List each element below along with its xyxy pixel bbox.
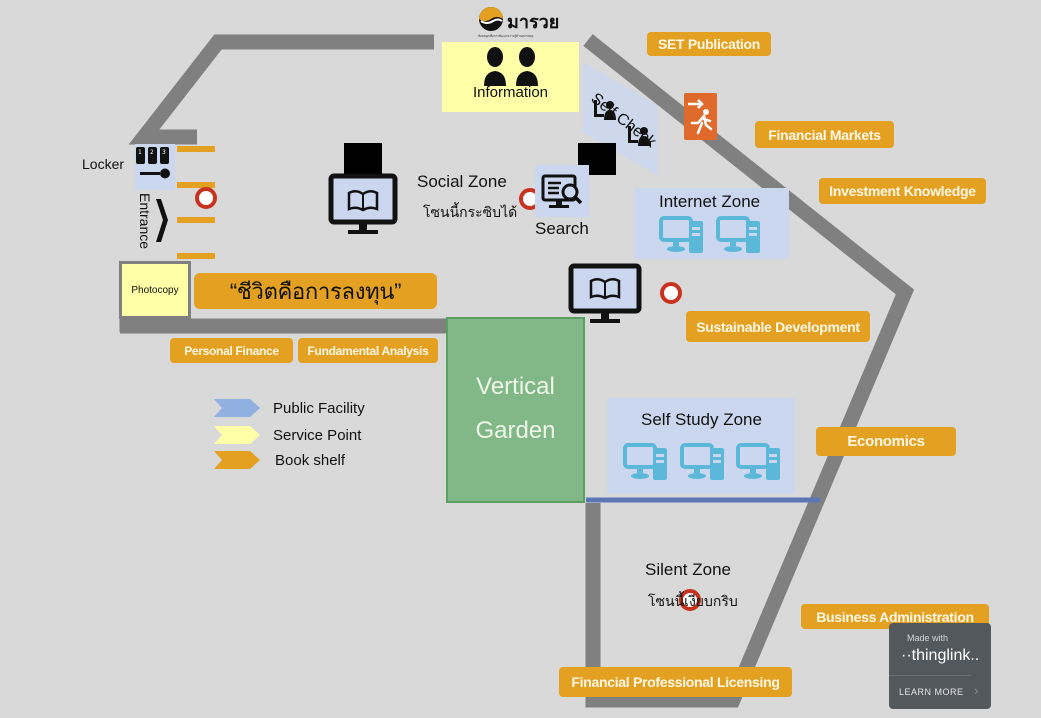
locker-icon[interactable]: 1 2 3 [135,144,175,190]
legend-swatch-bookshelf [214,451,260,469]
learn-more-link[interactable]: LEARN MORE [899,687,964,697]
photocopy-point[interactable]: Photocopy [119,261,191,319]
thinglink-badge[interactable]: Made with ··thinglink.. LEARN MORE › [889,623,991,709]
garden-line1: Vertical [476,373,555,400]
shelf-label: Financial Markets [768,126,881,143]
legend-label: Public Facility [273,400,365,417]
shelf-personal-finance[interactable]: Personal Finance [170,338,293,363]
emergency-exit-icon [684,93,717,140]
svg-text:2: 2 [150,149,154,156]
silent-zone-subtitle: โซนนี้เงียบกริบ [648,593,738,609]
shelf-financial-markets[interactable]: Financial Markets [755,121,894,148]
legend-label: Service Point [273,427,362,444]
self-study-computers [623,443,780,480]
information-desk[interactable]: Information [442,42,579,112]
shelf-economics[interactable]: Economics [816,427,956,456]
svg-text:1: 1 [138,149,142,156]
self-study-zone-title: Self Study Zone [641,410,762,429]
shelf-set-publication[interactable]: SET Publication [647,32,771,56]
entrance-shelf-bar [177,182,215,188]
entrance-arrow-icon [156,199,168,242]
made-with-label: Made with [907,633,949,643]
entrance-shelf-bar [177,217,215,223]
search-label: Search [535,219,589,238]
search-computer-icon [541,174,583,208]
photocopy-label: Photocopy [131,284,179,296]
motto-text: “ชีวิตคือการลงทุน” [229,278,402,304]
chevron-right-icon: › [974,683,979,698]
wall-right [583,34,915,708]
legend-label: Book shelf [275,452,346,469]
shelf-label: Fundamental Analysis [307,343,429,358]
shelf-label: Financial Professional Licensing [571,674,780,690]
entrance-label: Entrance [137,193,153,250]
logo-icon [479,7,503,31]
legend: Public Facility Service Point Book shelf [214,398,384,474]
shelf-investment-knowledge[interactable]: Investment Knowledge [819,178,986,204]
shelf-sustainable-development[interactable]: Sustainable Development [686,311,870,342]
svg-text:3: 3 [162,149,166,156]
ebook-monitor-icon[interactable] [328,173,398,237]
shelf-label: Economics [847,433,925,450]
divider [889,675,971,676]
entrance-shelf-bar [177,253,215,259]
logo-tagline: ห้องสมุดเพื่อการพัฒนาความรู้ด้านตลาดทุน [478,34,534,38]
self-check-kiosk-icon[interactable] [626,122,652,148]
vertical-garden: Vertical Garden [446,317,585,503]
shelf-label: Personal Finance [184,343,279,358]
staff-icon [484,47,538,86]
social-zone-title: Social Zone [417,172,507,191]
wall-top-left [128,34,434,145]
legend-swatch-public-facility [214,399,260,417]
locker-label: Locker [82,156,125,172]
shelf-label: SET Publication [657,36,761,52]
self-check-kiosk-icon[interactable] [592,96,618,122]
logo: มารวย ห้องสมุดเพื่อการพัฒนาความรู้ด้านตล… [478,6,559,38]
internet-computers [659,216,760,253]
location-marker[interactable] [679,589,701,611]
thinglink-logo: ··thinglink.. [901,647,980,664]
shelf-label: Business Administration [816,608,974,625]
shelf-fundamental-analysis[interactable]: Fundamental Analysis [298,338,438,363]
search-station[interactable] [535,165,589,217]
ebook-monitor-icon[interactable] [568,263,642,327]
social-zone-subtitle: โซนนี้กระซิบได้ [423,204,518,220]
information-label: Information [472,84,549,101]
shelf-financial-professional-licensing[interactable]: Financial Professional Licensing [559,667,792,697]
shelf-label: Investment Knowledge [829,183,976,199]
location-marker[interactable] [195,187,217,209]
garden-line2: Garden [475,417,556,444]
location-marker[interactable] [660,282,682,304]
shelf-label: Sustainable Development [696,318,860,335]
legend-swatch-service-point [214,426,260,444]
logo-text: มารวย [507,12,560,32]
black-block [344,143,382,175]
silent-zone-title: Silent Zone [645,560,731,579]
entrance-shelf-bar [177,146,215,152]
internet-zone-title: Internet Zone [659,192,761,211]
motto-banner: “ชีวิตคือการลงทุน” [194,273,437,309]
